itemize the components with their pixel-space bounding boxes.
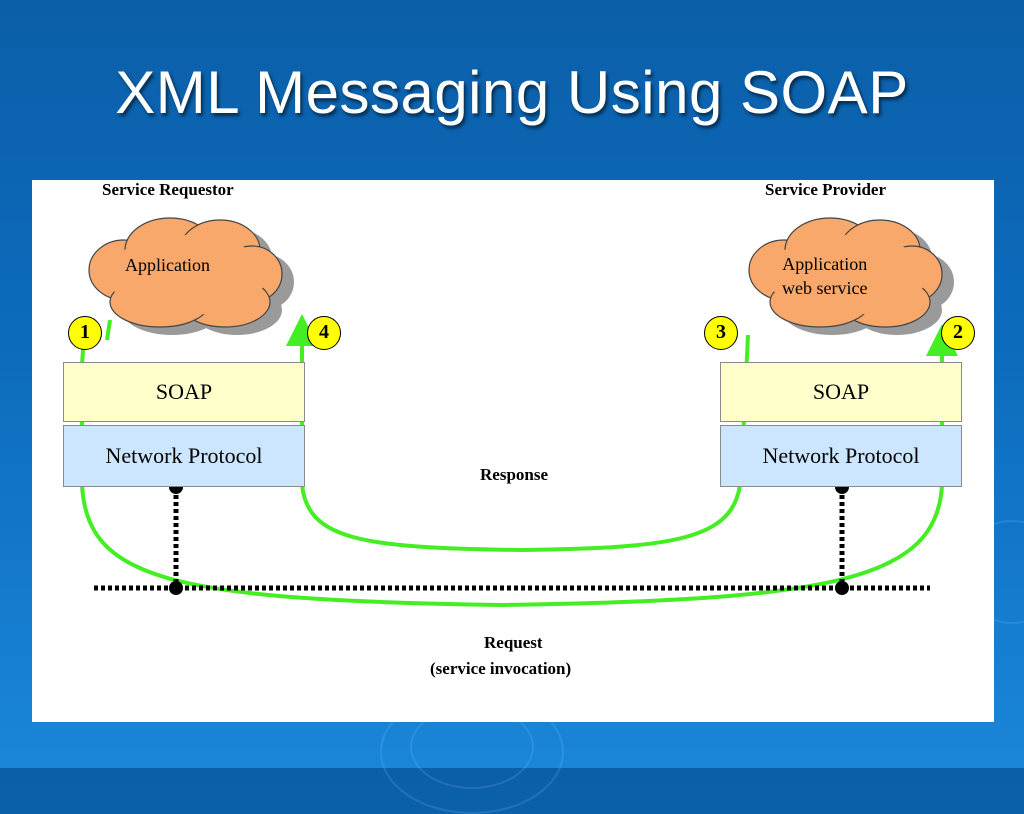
slide-title: XML Messaging Using SOAP [115,59,909,126]
provider-cloud-label: Application web service [782,252,867,300]
requestor-junction [169,581,183,595]
provider-network-layer: Network Protocol [720,425,962,487]
provider-cloud [748,217,943,328]
request-label: Request [484,633,543,652]
response-label: Response [480,465,549,484]
response-flow-line [286,314,750,553]
provider-network-label: Network Protocol [762,443,920,468]
step-badge-1: 1 [68,316,102,350]
requestor-cloud-label: Application [125,255,210,275]
diagram-graphics [80,217,958,608]
provider-soap-layer: SOAP [720,362,962,422]
soap-diagram: Service Requestor Service Provider Appli… [32,180,994,722]
requestor-soap-label: SOAP [155,379,213,404]
requestor-heading: Service Requestor [102,180,234,199]
step-badge-4: 4 [307,316,341,350]
step1-connector [105,319,112,341]
provider-soap-label: SOAP [812,379,870,404]
provider-cloud-line1: Application [782,254,868,274]
provider-junction [835,581,849,595]
requestor-soap-layer: SOAP [63,362,305,422]
step-badge-3: 3 [704,316,738,350]
provider-cloud-line2: web service [782,278,868,298]
step-badge-2: 2 [941,316,975,350]
requestor-network-layer: Network Protocol [63,425,305,487]
requestor-cloud [88,217,283,328]
provider-heading: Service Provider [765,180,887,199]
requestor-network-label: Network Protocol [105,443,263,468]
request-sublabel: (service invocation) [430,659,572,678]
